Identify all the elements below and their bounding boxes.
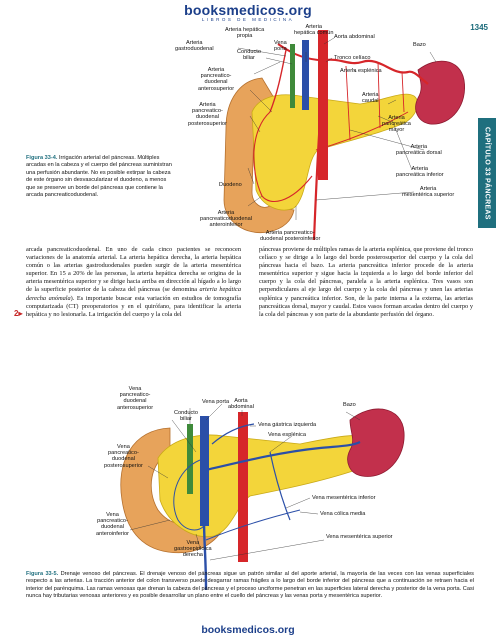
figure-33-5-caption: Figura 33-5. Drenaje venoso del páncreas… <box>26 571 474 601</box>
label-vena-mesenterica-inferior: Vena mesentérica inferior <box>312 495 376 501</box>
label-conducto-biliar-2: Conducto biliar <box>174 410 198 423</box>
pancreaticoduodenal-arcade <box>253 111 313 203</box>
chapter-side-tab: CAPÍTULO 33 PÁNCREAS <box>478 118 496 228</box>
margin-marker: 2▸ <box>14 309 23 318</box>
label-art-esplenica: Arteria esplénica <box>340 68 382 74</box>
label-vena-gastroepiploica-derecha: Vena gastroepiploica derecha <box>174 540 212 559</box>
label-art-mesenterica-superior: Arteria mesentérica superior <box>402 186 455 199</box>
label-vena-pd-anteroinferior: Vena pancreatico- duodenal anteroinferio… <box>96 512 129 537</box>
label-aorta-abdominal-2: Aorta abdominal <box>228 398 254 411</box>
common-hepatic-artery <box>277 43 319 61</box>
label-vena-pd-anterosuperior: Vena pancreatico- duodenal anterosuperio… <box>117 386 154 411</box>
label-vena-porta-2: Vena porta <box>202 399 230 405</box>
caudal-artery <box>401 71 405 113</box>
bile-duct-shape-2 <box>187 424 193 494</box>
middle-colic-vein <box>205 509 301 541</box>
spleen-shape <box>415 60 466 125</box>
label-art-hepatica-propia: Arteria hepática propia <box>225 27 265 40</box>
figure-33-5-caption-text: Drenaje venoso del páncreas. El drenaje … <box>26 571 474 600</box>
superior-mesenteric-vein <box>202 519 208 591</box>
figure-33-4-illustration <box>223 30 466 241</box>
label-duodeno: Duodeno <box>219 182 242 188</box>
label-art-gastroduodenal: Arteria gastroduodenal <box>175 40 214 53</box>
figure-33-4-caption-text: Irrigación arterial del páncreas. Múltip… <box>26 155 172 199</box>
superior-mesenteric-artery <box>312 119 322 241</box>
footer-brand: booksmedicos.org <box>201 624 295 636</box>
label-vena-colica-media: Vena cólica media <box>320 511 366 517</box>
figure-33-5-caption-label: Figura 33-5. <box>26 571 59 577</box>
figure-33-4-leader-lines <box>237 37 437 220</box>
body-column-right: páncreas proviene de múltiples ramas de … <box>259 246 473 318</box>
label-art-pancreatica-mayor: Arteria pancreática mayor <box>382 115 411 134</box>
label-vena-gastrica-izquierda: Vena gástrica izquierda <box>258 422 317 428</box>
label-tronco-celiaco: Tronco celíaco <box>334 55 371 61</box>
label-bazo-2: Bazo <box>343 402 356 408</box>
body-left-end: ). Es importante buscar esta variación e… <box>26 294 241 318</box>
margin-marker-number: 2 <box>14 309 19 318</box>
label-vena-mesenterica-superior: Vena mesentérica superior <box>326 534 393 540</box>
label-art-pd-anteroinferior: Arteria pancreaticoduodenal anteroinferi… <box>200 210 252 229</box>
body-left-emphasis: arteria hepática derecha anómala <box>26 286 241 302</box>
label-art-hepatica-comun: Arteria hepática común <box>294 24 334 37</box>
label-art-pancreatica-inferior: Arteria pancreática inferior <box>396 166 444 179</box>
left-gastric-vein <box>211 423 255 445</box>
label-art-pancreatica-dorsal: Arteria pancreática dorsal <box>396 144 442 157</box>
inferior-pancreatic-artery <box>315 111 409 151</box>
label-bazo: Bazo <box>413 42 426 48</box>
body-left-text: arcada pancreaticoduodenal. En uno de ca… <box>26 246 241 294</box>
label-vena-esplenica: Vena esplénica <box>268 432 306 438</box>
portal-vein-shape <box>302 40 309 110</box>
label-art-pd-posterosuperior: Arteria pancreatico- duodenal posterosup… <box>188 102 227 127</box>
header-brand: booksmedicos.org <box>184 2 312 18</box>
label-vena-porta: Vena porta <box>274 40 287 53</box>
great-pancreatic-artery <box>377 61 381 129</box>
dorsal-pancreatic-artery <box>345 65 351 141</box>
label-aorta-abdominal: Aorta abdominal <box>334 34 375 40</box>
aorta-shape <box>318 30 328 180</box>
aorta-shape-2 <box>238 412 248 562</box>
pancreaticoduodenal-venous-arcade <box>173 459 205 531</box>
page-number: 1345 <box>470 23 488 32</box>
bile-duct-shape <box>290 44 295 108</box>
splenic-artery <box>325 58 429 85</box>
portal-vein-shape-2 <box>200 416 209 526</box>
label-art-pd-anterosuperior: Arteria pancreatico- duodenal anterosupe… <box>198 67 235 92</box>
pancreas-shape <box>251 93 418 211</box>
inferior-mesenteric-vein <box>269 451 291 521</box>
splenic-vein <box>205 440 361 472</box>
figure-33-5-leader-lines <box>129 403 361 561</box>
label-vena-pd-posterosuperior: Vena pancreatico- duodenal posterosuperi… <box>104 444 143 469</box>
figure-33-4-caption-label: Figura 33-4. <box>26 155 58 161</box>
body-column-left: arcada pancreaticoduodenal. En uno de ca… <box>26 246 241 319</box>
label-conducto-biliar: Conducto biliar <box>237 49 261 62</box>
figure-33-4-caption: Figura 33-4. Irrigación arterial del pán… <box>26 155 176 199</box>
header-brand-subtitle: LIBROS DE MEDICINA <box>201 17 295 22</box>
label-art-caudal: Arteria caudal <box>362 92 379 105</box>
label-art-pd-posteroinferior: Arteria pancreatico- duodenal posteroinf… <box>260 230 321 243</box>
